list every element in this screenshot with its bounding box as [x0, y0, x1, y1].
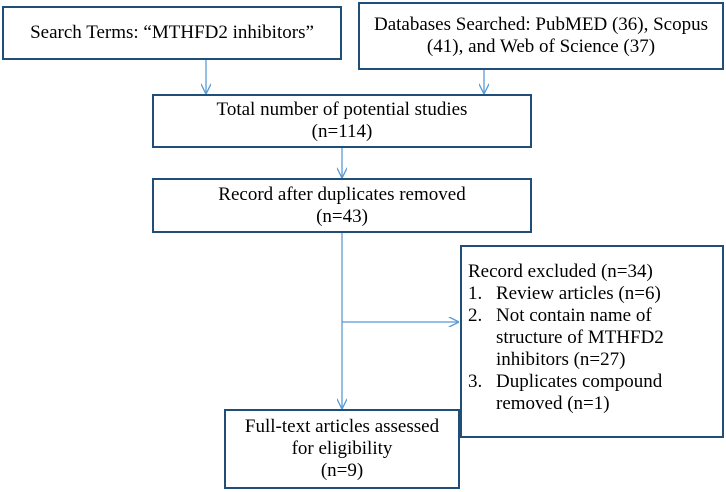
search-terms-text: Search Terms: “MTHFD2 inhibitors”	[30, 22, 314, 43]
excluded-item-text: Not contain name of structure of MTHFD2 …	[496, 305, 716, 371]
databases-box: Databases Searched: PubMED (36), Scopus …	[358, 2, 724, 70]
excluded-item: 2. Not contain name of structure of MTHF…	[468, 305, 716, 371]
databases-line2: (41), and Web of Science (37)	[426, 36, 656, 57]
excluded-item: 1. Review articles (n=6)	[468, 283, 716, 305]
excluded-item-line: removed (n=1)	[496, 393, 610, 414]
excluded-box: Record excluded (n=34) 1. Review article…	[460, 245, 724, 438]
total-studies-box: Total number of potential studies (n=114…	[152, 94, 532, 148]
search-terms-box: Search Terms: “MTHFD2 inhibitors”	[2, 6, 342, 60]
after-duplicates-box: Record after duplicates removed (n=43)	[152, 178, 532, 233]
excluded-item-number: 2.	[468, 305, 483, 326]
excluded-title: Record excluded (n=34)	[468, 261, 653, 282]
excluded-item-line: Review articles (n=6)	[496, 283, 661, 304]
full-text-count: (n=9)	[320, 460, 364, 481]
excluded-item: 3. Duplicates compound removed (n=1)	[468, 371, 716, 415]
after-duplicates-label: Record after duplicates removed	[218, 183, 466, 205]
databases-line1: Databases Searched: PubMED (36), Scopus	[373, 14, 708, 35]
excluded-item-number: 1.	[468, 283, 483, 304]
excluded-item-line: inhibitors (n=27)	[496, 349, 626, 370]
excluded-list: 1. Review articles (n=6) 2. Not contain …	[468, 283, 716, 415]
excluded-item-line: Not contain name of	[496, 305, 652, 326]
full-text-line1: Full-text articles assessed	[244, 416, 440, 437]
excluded-item-number: 3.	[468, 371, 483, 392]
excluded-item-text: Review articles (n=6)	[496, 283, 716, 305]
excluded-item-text: Duplicates compound removed (n=1)	[496, 371, 716, 415]
full-text-box: Full-text articles assessed for eligibil…	[224, 409, 460, 489]
after-duplicates-count: (n=43)	[316, 205, 368, 227]
total-studies-label: Total number of potential studies	[216, 99, 468, 120]
full-text-line2: for eligibility	[291, 438, 393, 459]
excluded-item-line: Duplicates compound	[496, 371, 663, 392]
excluded-item-line: structure of MTHFD2	[496, 327, 664, 348]
total-studies-count: (n=114)	[311, 121, 373, 142]
